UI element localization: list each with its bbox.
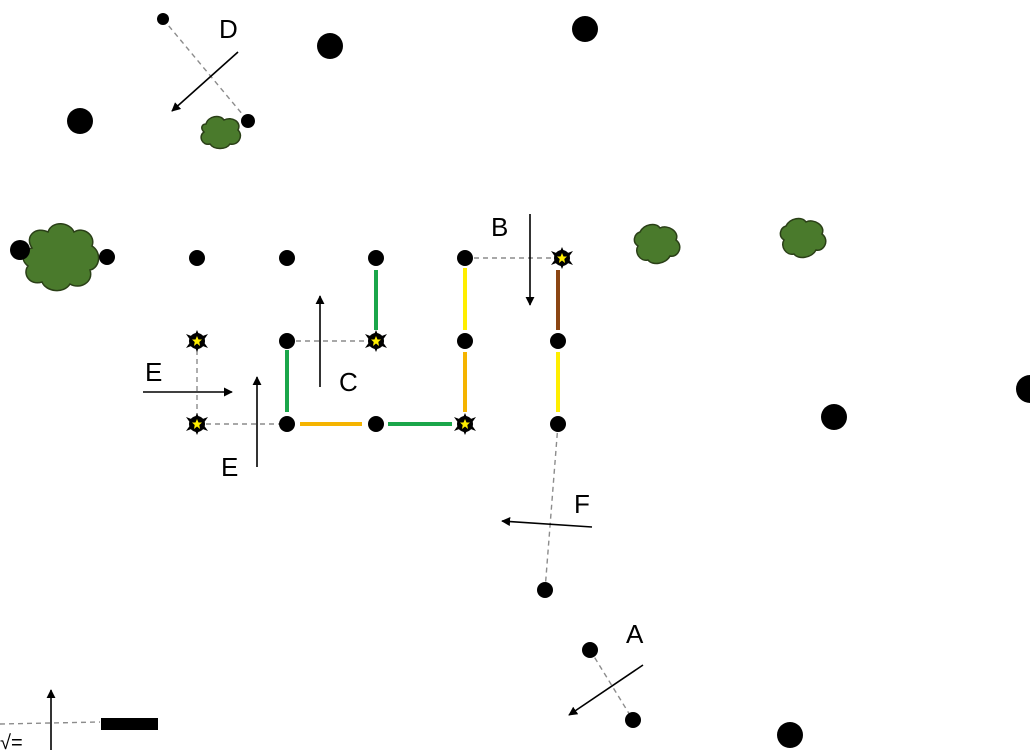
post-small (241, 114, 255, 128)
post (189, 250, 205, 266)
post-large (821, 404, 847, 430)
post (99, 249, 115, 265)
dashed-line-a (589, 649, 634, 721)
post (368, 250, 384, 266)
label-f: F (574, 489, 590, 519)
post (457, 333, 473, 349)
arrows (46, 51, 644, 750)
arrow-icon-a (568, 664, 644, 716)
star-burst-icon (186, 330, 208, 352)
shrub-icon (200, 115, 242, 150)
posts (10, 13, 1030, 748)
post (368, 416, 384, 432)
post-large (67, 108, 93, 134)
label-c: C (339, 367, 358, 397)
post-small (157, 13, 169, 25)
dashed-line-corner (0, 721, 101, 725)
label-e-bottom: E (221, 452, 238, 482)
post (279, 250, 295, 266)
star-burst-icon (365, 330, 387, 352)
star-markers (186, 247, 573, 435)
label-a: A (626, 619, 644, 649)
post (279, 333, 295, 349)
label-d: D (219, 14, 238, 44)
post-large (1016, 375, 1030, 403)
dashed-lines (0, 18, 634, 725)
post-large (777, 722, 803, 748)
post (550, 416, 566, 432)
star-burst-icon (454, 413, 476, 435)
shrubs (22, 115, 827, 292)
post (279, 416, 295, 432)
post (10, 240, 30, 260)
shrub-icon (22, 223, 100, 292)
colored-segments (285, 268, 560, 426)
dashed-line-d (162, 18, 249, 122)
scale-bar (101, 718, 158, 730)
post (457, 250, 473, 266)
post-large (317, 33, 343, 59)
arrow-icon-f (501, 517, 593, 528)
label-corner: √= (0, 732, 23, 750)
label-e-left: E (145, 357, 162, 387)
shrub-icon (779, 217, 827, 259)
star-burst-icon (186, 413, 208, 435)
post-large (572, 16, 598, 42)
star-burst-icon (551, 247, 573, 269)
dashed-line-f (544, 423, 559, 591)
shrub-icon (633, 223, 681, 265)
arrow-icon-d (171, 51, 239, 112)
post (582, 642, 598, 658)
post (625, 712, 641, 728)
post (550, 333, 566, 349)
label-b: B (491, 212, 508, 242)
post (537, 582, 553, 598)
